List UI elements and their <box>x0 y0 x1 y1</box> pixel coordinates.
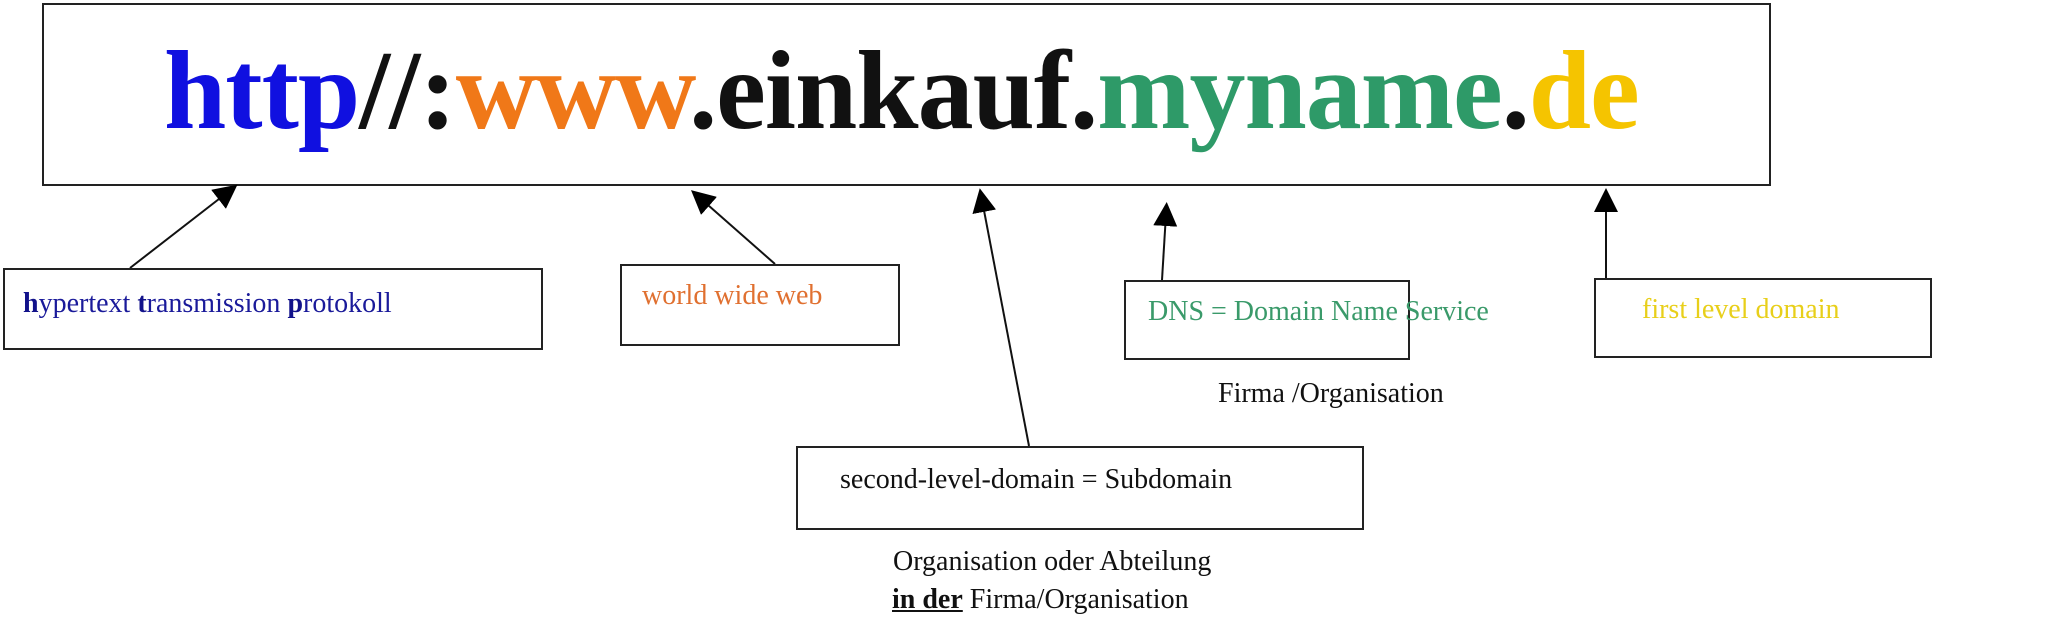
www-label: world wide web <box>642 280 823 311</box>
url-part-separator: //: <box>359 29 457 153</box>
sld-caption-rest: Firma/Organisation <box>962 584 1189 615</box>
tld-label: first level domain <box>1642 294 1840 325</box>
protocol-label: hypertext transmission protokoll <box>23 288 392 320</box>
dns-caption: Firma /Organisation <box>1218 378 1444 409</box>
dns-label-box: DNS = Domain Name Service <box>1124 280 1489 360</box>
sld-caption-line2: in der Firma/Organisation <box>892 584 1189 616</box>
url-part-tld: de <box>1528 29 1640 153</box>
protocol-text-2: ransmission <box>146 288 288 319</box>
url-part-protocol: http <box>164 29 360 153</box>
protocol-letter-h: h <box>23 288 39 319</box>
arrow-www <box>690 190 776 265</box>
url-box: http//:www.einkauf.myname.de <box>42 3 1771 186</box>
tld-label-box: first level domain <box>1594 278 1932 358</box>
url-part-dot: . <box>1501 29 1530 153</box>
dns-label: DNS = Domain Name Service <box>1148 296 1489 327</box>
protocol-text-3: rotokoll <box>303 288 392 319</box>
sld-label: second-level-domain = Subdomain <box>840 464 1233 495</box>
url-part-subdomain: .einkauf. <box>689 29 1098 153</box>
protocol-letter-p: p <box>287 288 304 319</box>
arrow-protocol <box>129 184 238 269</box>
sld-caption-line1: Organisation oder Abteilung <box>893 546 1212 577</box>
protocol-label-box: hypertext transmission protokoll <box>3 268 543 350</box>
arrow-sld <box>972 188 1030 447</box>
www-label-box: world wide web <box>620 264 900 346</box>
sld-label-box: second-level-domain = Subdomain <box>796 446 1364 530</box>
url-part-domain: myname <box>1097 29 1503 153</box>
sld-caption-emphasis: in der <box>892 584 963 615</box>
url-text: http//:www.einkauf.myname.de <box>164 27 1640 156</box>
arrow-dns <box>1153 202 1178 281</box>
url-part-www: www <box>455 29 690 153</box>
protocol-text-1: ypertext <box>38 288 138 319</box>
protocol-letter-t: t <box>137 288 147 319</box>
